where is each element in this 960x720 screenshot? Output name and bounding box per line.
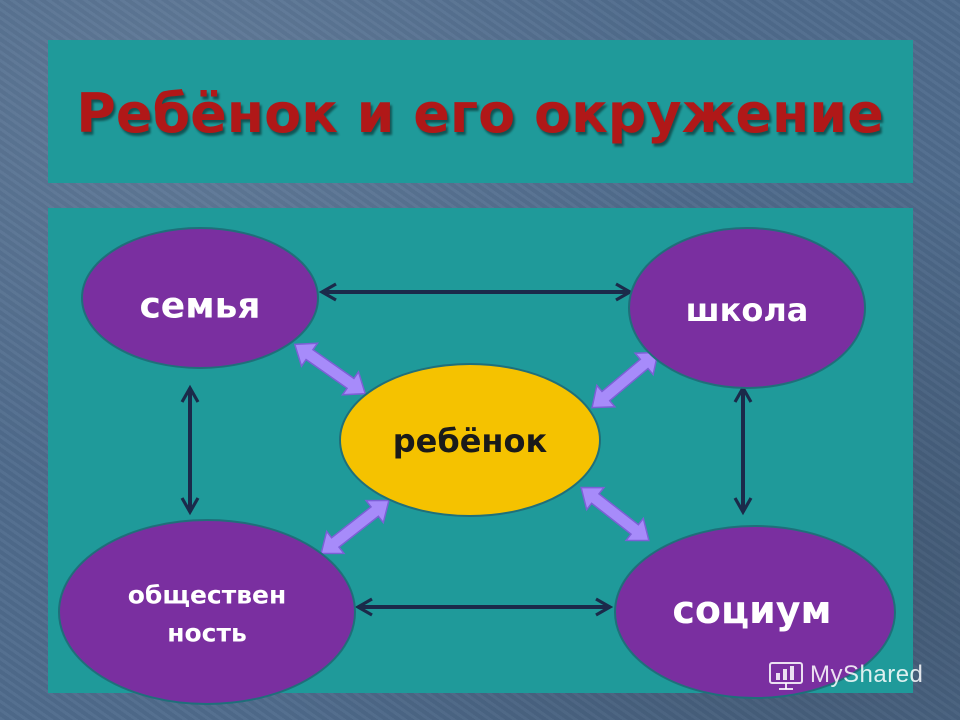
watermark-text: MyShared — [810, 661, 924, 688]
node-socium-label: социум — [672, 588, 832, 632]
node-family-label: семья — [139, 285, 261, 327]
node-socium — [614, 525, 896, 699]
arrow-child-public — [320, 499, 390, 555]
node-public-label-line1: обществен — [127, 580, 287, 610]
presentation-icon — [769, 662, 803, 690]
node-public-label-line2: ность — [167, 618, 247, 648]
node-family — [81, 227, 319, 369]
node-school-label: школа — [685, 291, 809, 329]
arrow-child-family — [293, 342, 367, 396]
node-child-label: ребёнок — [392, 422, 548, 460]
title-panel — [48, 40, 913, 183]
page-title: Ребёнок и его окружение — [76, 82, 884, 145]
node-public — [58, 519, 356, 705]
node-school — [628, 227, 866, 389]
watermark: MyShared — [768, 657, 944, 693]
arrow-child-socium — [580, 486, 650, 542]
node-child — [339, 363, 601, 517]
